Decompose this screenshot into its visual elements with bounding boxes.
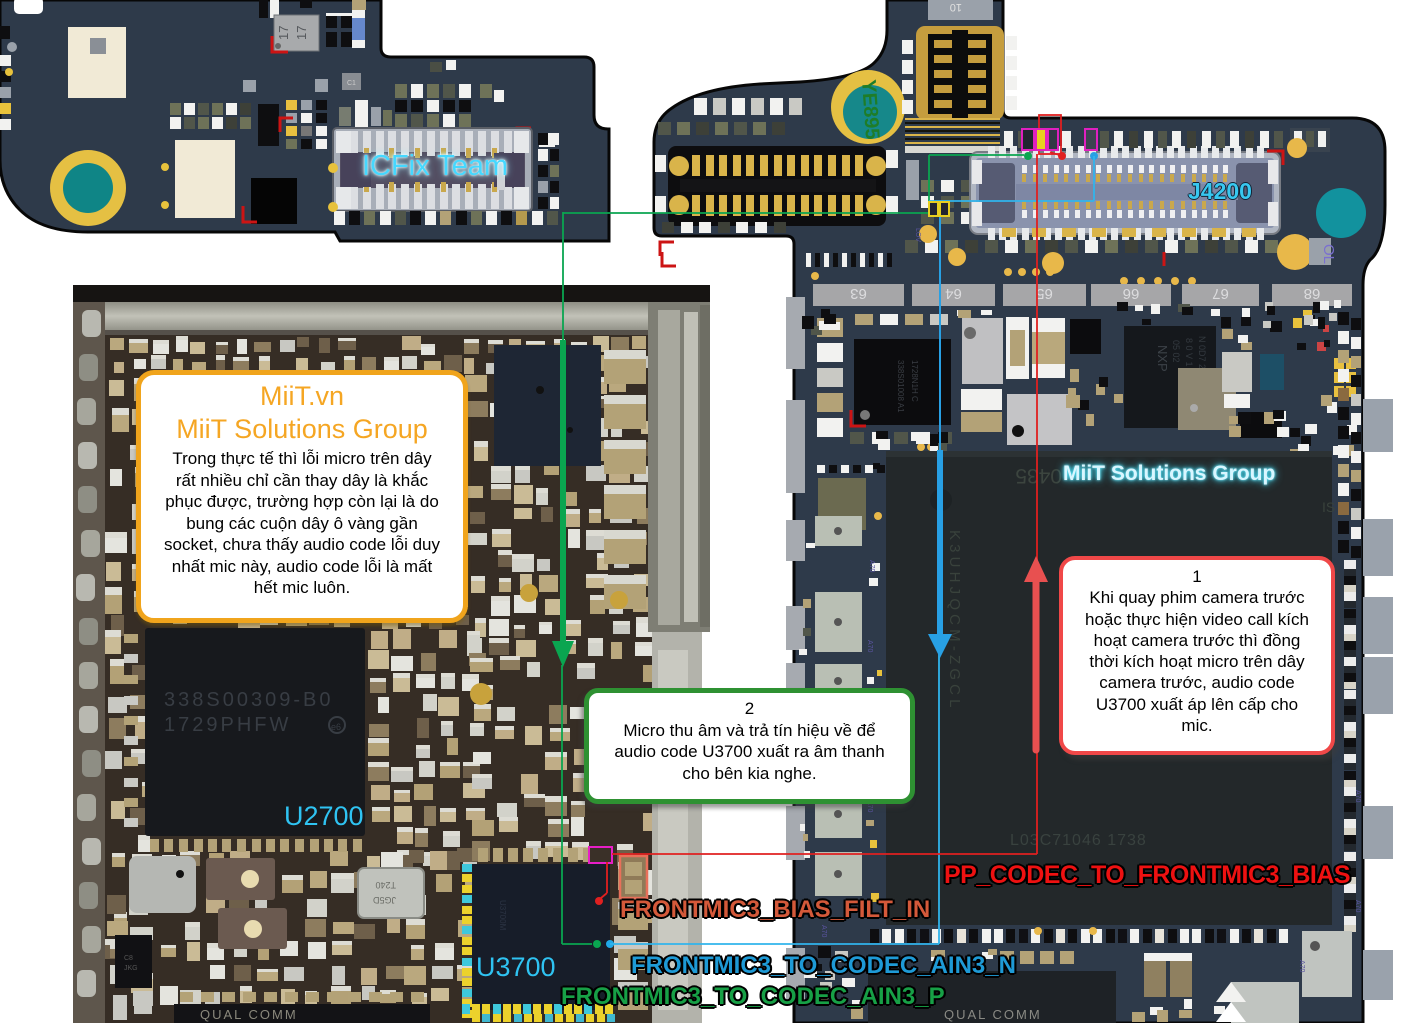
svg-text:63: 63 [850,285,867,302]
svg-text:17: 17 [276,26,291,40]
svg-text:U3700M: U3700M [498,900,507,931]
svg-text:66: 66 [1123,285,1140,302]
svg-text:LOV: LOV [914,228,921,242]
svg-text:K 3 U H J Q C M - Z G C L: K 3 U H J Q C M - Z G C L [946,530,963,708]
svg-text:1729PHFW: 1729PHFW [164,714,291,736]
svg-text:A70: A70 [1354,900,1361,913]
svg-text:8 0 V 1 8: 8 0 V 1 8 [1184,338,1194,374]
svg-text:e6: e6 [331,722,341,732]
svg-text:0435: 0435 [1015,464,1062,487]
svg-text:C8: C8 [124,955,133,962]
svg-text:JG5D: JG5D [372,895,396,905]
svg-text:A70: A70 [866,800,873,813]
svg-text:67: 67 [1212,285,1229,302]
svg-text:N 0D7 2 8: N 0D7 2 8 [1197,336,1207,377]
svg-text:64: 64 [945,285,962,302]
svg-text:17: 17 [294,26,309,40]
svg-text:IS: IS [1322,499,1335,515]
svg-text:05 02: 05 02 [1171,340,1181,363]
svg-text:1728N1H C: 1728N1H C [910,360,919,402]
svg-text:OL: OL [1320,244,1337,264]
svg-text:A70: A70 [1354,790,1361,803]
svg-text:A70: A70 [820,925,827,938]
svg-text:10: 10 [950,1,962,13]
svg-text:68: 68 [1304,285,1321,302]
svg-text:338S01008 A1: 338S01008 A1 [896,360,905,413]
svg-text:QUAL COMM: QUAL COMM [200,1007,298,1022]
svg-text:JKG: JKG [124,965,138,972]
svg-text:NXP: NXP [1155,345,1170,372]
svg-text:65: 65 [1036,285,1053,302]
svg-text:T240: T240 [375,880,396,890]
svg-text:A70: A70 [866,640,873,653]
svg-text:L03C71046 1738: L03C71046 1738 [1010,832,1147,849]
svg-text:338S00309-B0: 338S00309-B0 [164,689,333,711]
svg-text:YE895: YE895 [857,79,883,140]
svg-text:C1: C1 [347,80,356,87]
svg-text:QUAL COMM: QUAL COMM [944,1007,1042,1022]
svg-text:A70: A70 [1298,960,1305,973]
svg-text:A70: A70 [868,560,875,573]
